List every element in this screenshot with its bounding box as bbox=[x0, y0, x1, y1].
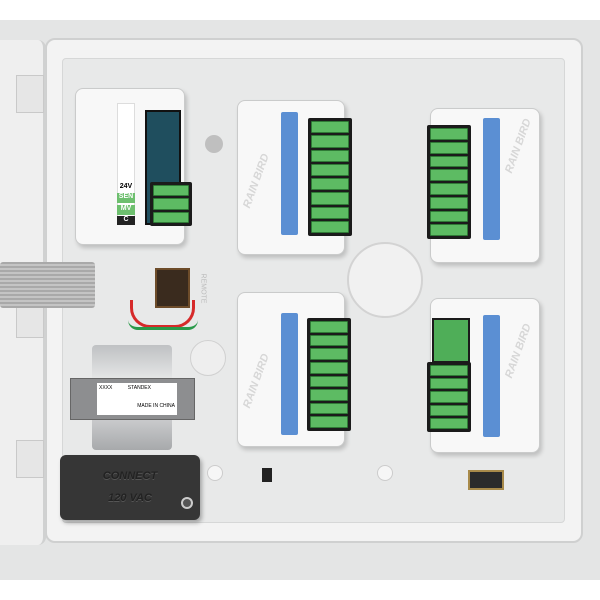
module-stripe bbox=[281, 112, 298, 235]
transformer-maker: STANDEX bbox=[127, 385, 151, 391]
connector-port[interactable] bbox=[262, 468, 272, 482]
green-wire bbox=[128, 320, 198, 330]
connect-label: CONNECT bbox=[102, 470, 158, 482]
knockout-circle bbox=[347, 242, 423, 318]
mounting-hole bbox=[205, 135, 223, 153]
station-terminal-block[interactable] bbox=[427, 362, 471, 432]
power-terminal-block[interactable] bbox=[150, 182, 192, 226]
voltage-label: 24V bbox=[119, 183, 133, 190]
cover-screw[interactable] bbox=[181, 497, 193, 509]
transformer-bottom bbox=[92, 420, 172, 450]
sen-label: SEN bbox=[117, 193, 135, 203]
red-wire bbox=[130, 300, 195, 328]
mv-label: MV bbox=[117, 205, 135, 215]
transformer-origin: MADE IN CHINA bbox=[137, 403, 175, 409]
station-terminal-block[interactable] bbox=[308, 118, 352, 236]
knockout-circle bbox=[190, 340, 226, 376]
door-hinge bbox=[16, 440, 44, 478]
transformer-label: XXXX STANDEX MADE IN CHINA bbox=[97, 383, 177, 415]
door-hinge bbox=[16, 75, 44, 113]
mounting-hole bbox=[207, 465, 223, 481]
station-terminal-block[interactable] bbox=[427, 125, 471, 239]
connect-cover[interactable] bbox=[60, 455, 200, 520]
module-stripe bbox=[483, 315, 500, 437]
transformer-model: XXXX bbox=[99, 385, 113, 391]
voltage-label: 120 VAC bbox=[108, 492, 152, 504]
ribbon-cable bbox=[0, 262, 95, 308]
module-stripe bbox=[483, 118, 500, 240]
module-stripe bbox=[281, 313, 298, 435]
station-terminal-block[interactable] bbox=[307, 318, 351, 431]
mounting-hole bbox=[377, 465, 393, 481]
c-label: C bbox=[117, 216, 135, 225]
expansion-connector[interactable] bbox=[468, 470, 504, 490]
remote-label: REMOTE bbox=[199, 273, 207, 304]
circuit-board bbox=[432, 318, 470, 363]
